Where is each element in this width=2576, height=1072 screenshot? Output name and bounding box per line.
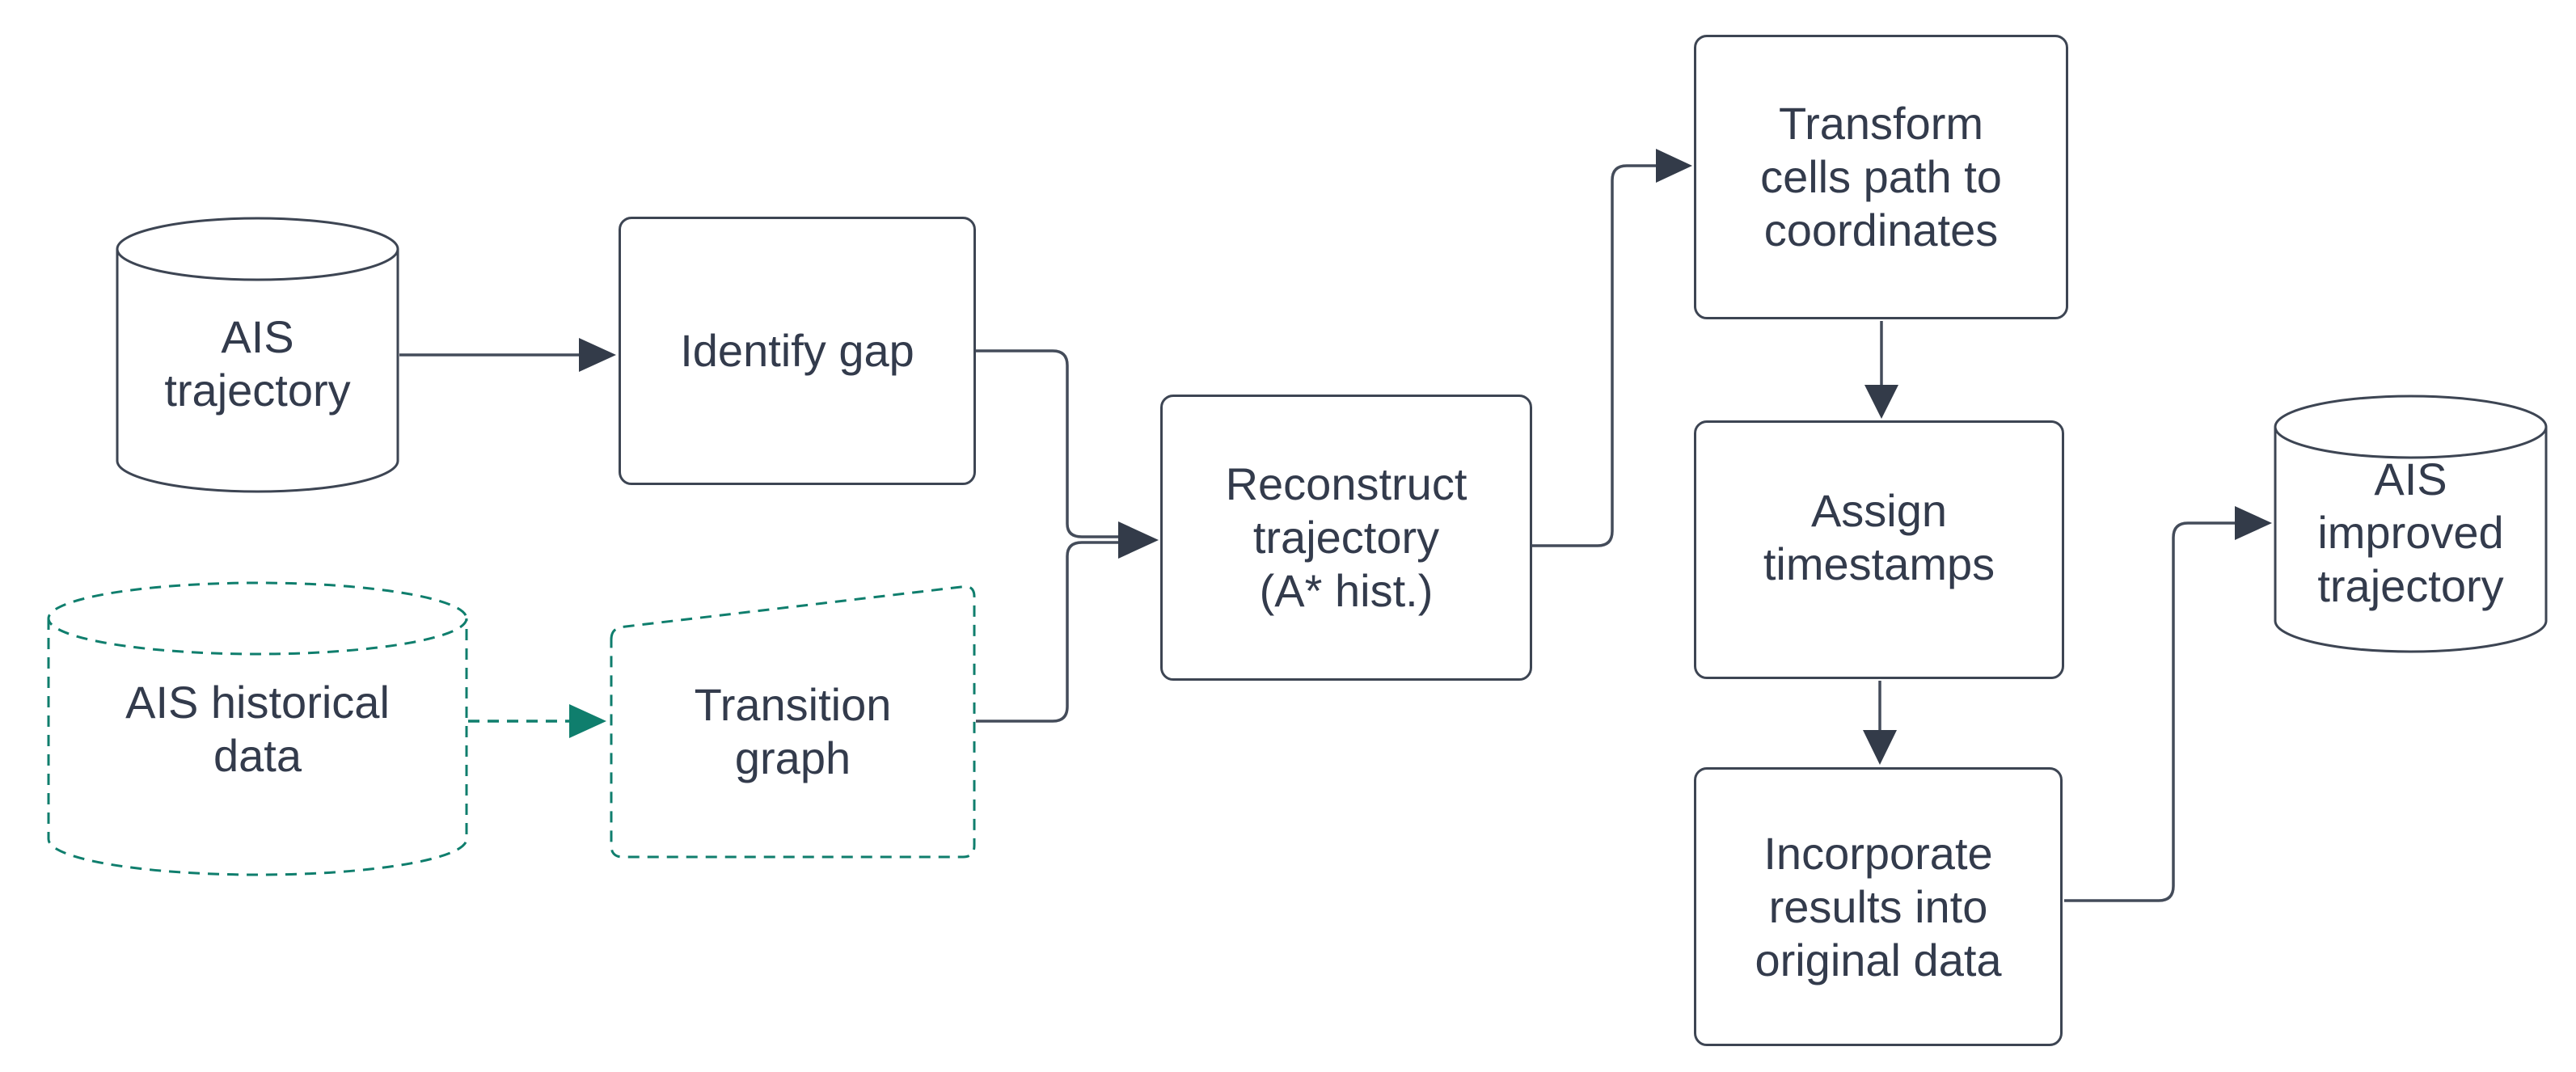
node-ais-historical-data-label: AIS historical data <box>47 581 468 876</box>
arrowhead-icon <box>1863 730 1897 765</box>
label-line: AIS historical <box>125 676 390 728</box>
label-line: AIS <box>221 311 294 362</box>
node-identify-gap: Identify gap <box>619 217 976 485</box>
node-transition-graph: Transition graph <box>610 584 976 859</box>
label-line: (A* hist.) <box>1259 565 1434 616</box>
arrowhead-icon <box>1118 521 1159 559</box>
label-line: Incorporate <box>1763 827 1993 879</box>
edge-identify-gap-to-reconstruct <box>976 349 1118 538</box>
node-ais-trajectory: AIS trajectory <box>116 217 399 493</box>
cylinder-shape-icon <box>116 217 399 493</box>
label-line: results into <box>1768 880 1988 932</box>
label-line: improved <box>2317 507 2504 558</box>
node-incorporate-results-label: Incorporate results into original data <box>1696 770 2060 1044</box>
arrowhead-icon <box>1656 149 1692 183</box>
node-incorporate-results: Incorporate results into original data <box>1694 767 2063 1046</box>
label-line: trajectory <box>1252 512 1440 563</box>
label-line: Transform <box>1778 98 1984 149</box>
edge-reconstruct-to-transform <box>1532 164 1656 547</box>
label-line: Identify gap <box>680 325 914 376</box>
trapezoid-shape-icon <box>610 585 976 859</box>
node-ais-trajectory-label: AIS trajectory <box>116 217 399 493</box>
node-ais-improved-trajectory: AIS improved trajectory <box>2274 395 2548 653</box>
arrowhead-icon <box>1864 385 1898 419</box>
label-line: Assign <box>1810 485 1948 536</box>
node-ais-improved-trajectory-label: AIS improved trajectory <box>2274 395 2548 653</box>
label-line: AIS <box>2374 454 2447 504</box>
label-line: data <box>213 729 302 781</box>
label-line: Reconstruct <box>1225 458 1467 509</box>
node-transform-cells-path: Transform cells path to coordinates <box>1694 35 2068 319</box>
label-line: cells path to <box>1760 151 2002 202</box>
label-line: coordinates <box>1763 205 1999 255</box>
label-line: Transition <box>694 679 892 730</box>
label-line: trajectory <box>164 365 351 416</box>
node-ais-historical-data: AIS historical data <box>47 581 468 876</box>
cylinder-shape-icon <box>47 581 468 876</box>
arrowhead-icon <box>579 338 616 372</box>
arrowhead-icon <box>2235 506 2272 540</box>
node-assign-timestamps: Assign timestamps <box>1694 420 2064 679</box>
label-line: original data <box>1755 934 2002 985</box>
label-line: trajectory <box>2317 560 2504 611</box>
edge-transition-graph-to-reconstruct <box>976 541 1118 723</box>
edge-incorporate-to-ais-improved <box>2064 521 2235 902</box>
node-transform-cells-path-label: Transform cells path to coordinates <box>1696 37 2066 317</box>
cylinder-shape-icon <box>2274 395 2548 653</box>
arrowhead-icon <box>569 704 606 738</box>
node-transition-graph-label: Transition graph <box>610 584 976 859</box>
node-reconstruct-trajectory-label: Reconstruct trajectory (A* hist.) <box>1163 397 1530 678</box>
label-line: graph <box>734 732 851 783</box>
node-assign-timestamps-label: Assign timestamps <box>1696 423 2062 677</box>
node-reconstruct-trajectory: Reconstruct trajectory (A* hist.) <box>1160 395 1532 681</box>
label-line: timestamps <box>1763 538 1995 589</box>
node-identify-gap-label: Identify gap <box>621 219 973 483</box>
